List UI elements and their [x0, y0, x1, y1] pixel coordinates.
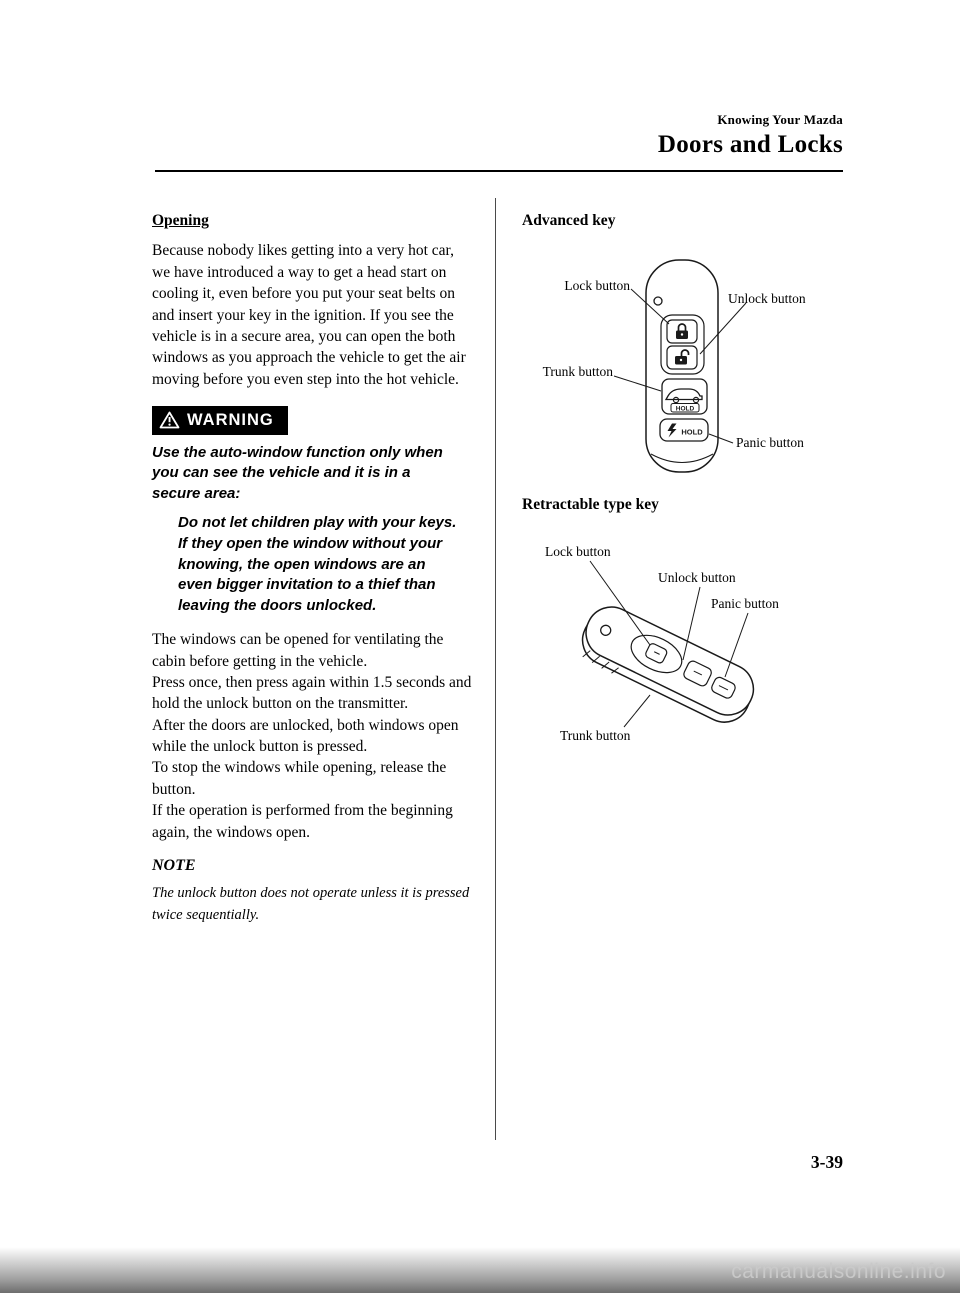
leader-lines: [589, 560, 749, 728]
advanced-trunk-button-label: Trunk button: [542, 364, 613, 379]
retractable-key-art: [581, 560, 755, 728]
retractable-unlock-button-label: Unlock button: [658, 570, 736, 585]
page-number: 3-39: [810, 1152, 843, 1172]
leader-lines: [613, 288, 747, 444]
panic-hold-label: HOLD: [681, 428, 703, 437]
chapter-label: Knowing Your Mazda: [717, 112, 843, 127]
unlock-button: [666, 345, 698, 370]
retractable-trunk-button-label: Trunk button: [560, 728, 631, 743]
lock-button: [666, 319, 698, 344]
retractable-lock-button-label: Lock button: [545, 544, 611, 559]
keyring-hole: [600, 624, 612, 636]
warning-detail-text: Do not let children play with your keys.…: [178, 514, 457, 614]
advanced-panic-button-label: Panic button: [736, 435, 804, 450]
panic-bolt-icon: [667, 423, 677, 438]
retractable-key-diagram: Lock button Unlock button Panic button T…: [500, 535, 860, 770]
warning-box: WARNING: [152, 406, 288, 435]
watermark-band: carmanualsonline.info: [0, 1247, 960, 1293]
column-divider: [495, 198, 496, 1140]
advanced-key-diagram: HOLD HOLD Lock button Unlock button Trun…: [500, 238, 860, 506]
intro-paragraph: Because nobody likes getting into a very…: [152, 242, 466, 388]
retractable-panic-button-label: Panic button: [711, 596, 779, 611]
key-blade-hatching: [582, 650, 619, 674]
lock-icon: [676, 323, 688, 339]
body-paragraph: After the doors are unlocked, both windo…: [152, 716, 459, 756]
body-paragraph: The windows can be opened for ventilatin…: [152, 631, 444, 670]
key-fob-outline: [645, 259, 719, 473]
trunk-button: [661, 378, 708, 415]
page-title: Doors and Locks: [657, 131, 843, 158]
trunk-hold-label: HOLD: [676, 405, 695, 412]
body-paragraph: Press once, then press again within 1.5 …: [152, 673, 472, 713]
trunk-car-icon: [664, 388, 703, 404]
opening-heading: Opening: [152, 212, 209, 229]
body-paragraph: To stop the windows while opening, relea…: [152, 759, 447, 798]
lock-button: [645, 643, 668, 664]
warning-lead-text: Use the auto-window function only when y…: [152, 443, 443, 502]
retractable-key-heading: Retractable type key: [522, 496, 659, 513]
warning-triangle-icon: [159, 411, 180, 429]
panic-button: [659, 418, 709, 442]
advanced-key-heading: Advanced key: [522, 212, 616, 229]
page-header: Knowing Your Mazda Doors and Locks: [658, 112, 843, 159]
body-paragraph: If the operation is performed from the b…: [152, 802, 453, 841]
panic-button: [711, 676, 736, 699]
advanced-lock-button-label: Lock button: [564, 278, 630, 293]
header-rule: [155, 170, 843, 172]
unlock-icon: [675, 349, 690, 365]
unlock-button: [683, 660, 712, 687]
advanced-unlock-button-label: Unlock button: [728, 291, 806, 306]
advanced-key-art: HOLD HOLD: [613, 259, 747, 473]
note-heading: NOTE: [152, 856, 196, 874]
warning-label: WARNING: [187, 411, 274, 429]
note-text: The unlock button does not operate unles…: [152, 884, 470, 924]
watermark-text: carmanualsonline.info: [731, 1260, 946, 1283]
keyring-hole: [653, 296, 663, 306]
left-column: Opening Because nobody likes getting int…: [152, 210, 472, 927]
